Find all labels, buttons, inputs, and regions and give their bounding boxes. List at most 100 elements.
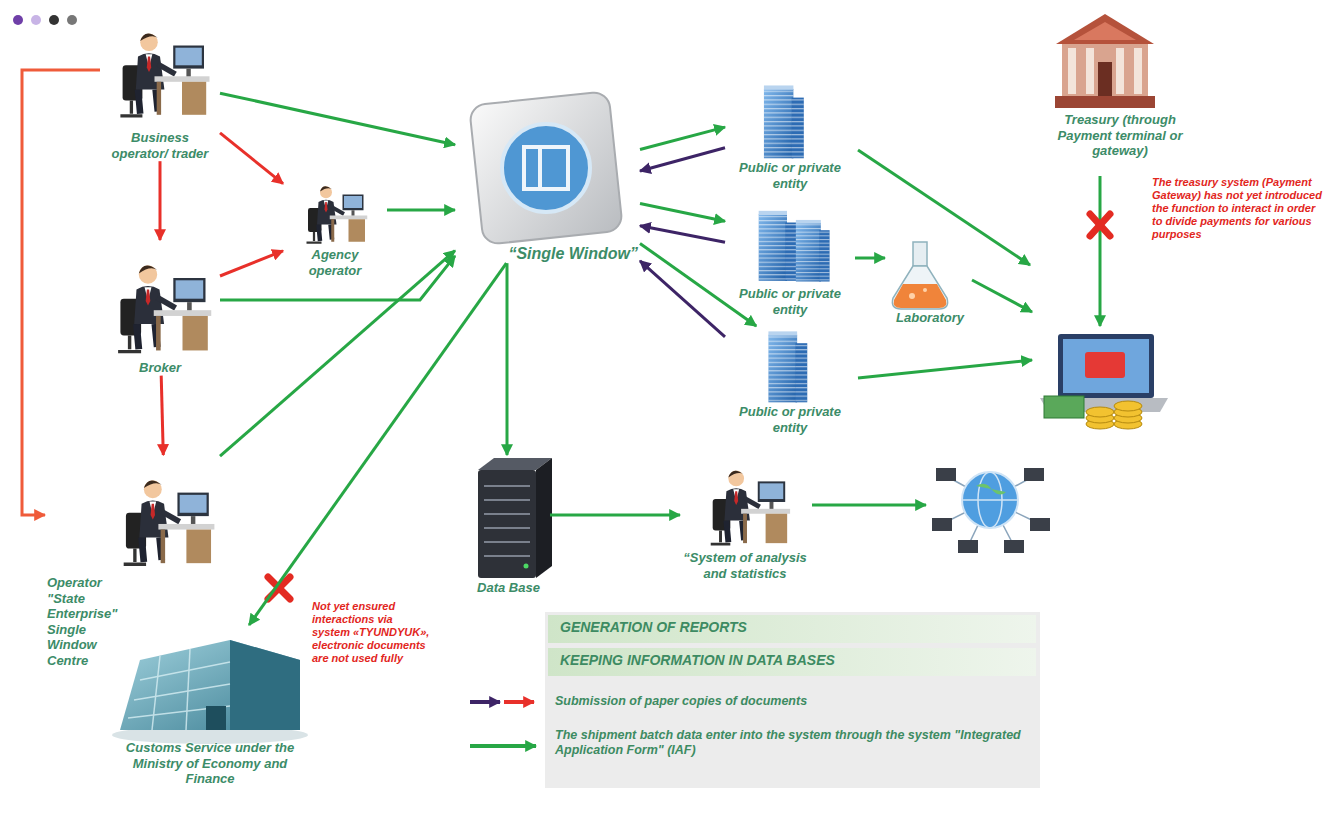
- network-globe-icon: [976, 484, 1006, 495]
- node-label: Agency operator: [283, 247, 387, 278]
- slide-dots: [31, 15, 41, 25]
- customs-building-icon: [120, 640, 300, 730]
- node-label: Treasury (through Payment terminal or ga…: [1045, 112, 1195, 159]
- customs-building-icon: [186, 649, 190, 730]
- legend-item: The shipment batch data enter into the s…: [555, 728, 1035, 758]
- node-box: “System of analysis and statistics: [680, 452, 810, 581]
- flow-arrow: [506, 263, 509, 455]
- payment-laptop-icon: [1044, 396, 1084, 418]
- treasury-icon: [1055, 14, 1155, 108]
- customs-building-icon: [206, 706, 226, 730]
- flow-arrow: [550, 514, 680, 517]
- payment-laptop-icon: [1086, 407, 1114, 417]
- blocked-cross: [1090, 214, 1110, 236]
- legend-arrow-samples: [504, 700, 534, 704]
- treasury-icon: [1116, 48, 1124, 94]
- network-globe-icon: [962, 499, 1018, 501]
- flow-arrow: [640, 226, 725, 243]
- node-box: Treasury (through Payment terminal or ga…: [1045, 12, 1195, 159]
- flow-arrow: [161, 376, 163, 455]
- database-icon: [484, 513, 530, 515]
- node-box: Public or private entity: [725, 326, 855, 435]
- flow-arrow: [220, 133, 283, 184]
- node-box: Broker: [100, 240, 220, 376]
- payment-laptop-icon: [1086, 401, 1142, 429]
- flow-arrow: [387, 209, 455, 212]
- entity-icon: [759, 211, 797, 281]
- treasury-icon: [1056, 14, 1154, 44]
- payment-laptop-icon: [1058, 334, 1154, 398]
- database-icon: [536, 458, 552, 578]
- legend-heading: GENERATION OF REPORTS: [560, 619, 1030, 636]
- node-box: Agency operator: [283, 173, 387, 278]
- flask-icon: [923, 288, 927, 292]
- node-label: “System of analysis and statistics: [680, 550, 810, 581]
- customs-note: Not yet ensured interactions via system …: [312, 600, 430, 665]
- trader-icon: [120, 33, 209, 116]
- node-box: Business operator/ trader: [100, 8, 220, 161]
- network-globe-icon: [932, 468, 1050, 553]
- flask-icon: [892, 266, 947, 309]
- single-window-icon: [502, 124, 590, 212]
- node-label: Customs Service under the Ministry of Ec…: [110, 740, 310, 787]
- treasury-icon: [1074, 22, 1136, 40]
- slide-dots: [67, 15, 77, 25]
- payment-arrows: [812, 150, 1100, 505]
- node-box: Public or private entity: [725, 80, 855, 191]
- single-window-icon: [524, 147, 568, 189]
- database-icon: [478, 458, 552, 578]
- network-globe-icon: [962, 472, 1018, 528]
- single-window-icon: [469, 91, 623, 245]
- node-label: Public or private entity: [725, 160, 855, 191]
- connectors: [22, 70, 885, 625]
- node-label: Public or private entity: [725, 286, 855, 317]
- node-label: “Single Window”: [455, 244, 640, 263]
- legend-arrow-samples: [470, 702, 536, 746]
- slide-dots: [13, 15, 23, 25]
- flask-icon: [894, 284, 947, 308]
- flow-arrow: [855, 257, 885, 260]
- blocked-cross: [1090, 214, 1110, 236]
- node-box: Operator "State Enterprise" Single Windo…: [45, 455, 220, 669]
- database-icon: [484, 555, 530, 557]
- network-globe-icon: [1030, 518, 1050, 531]
- flow-arrow: [22, 70, 100, 515]
- legend-text: Submission of paper copies of documents: [555, 694, 807, 708]
- slide-dots: [49, 15, 59, 25]
- node-label: Data Base: [465, 580, 552, 596]
- payment-arrows: [812, 504, 926, 507]
- node-label: Public or private entity: [725, 404, 855, 435]
- node-label: Operator "State Enterprise" Single Windo…: [45, 575, 137, 669]
- node-label: Business operator/ trader: [102, 130, 218, 161]
- slide-dots: [13, 15, 77, 25]
- entity-icon: [768, 331, 807, 402]
- treasury-icon: [1062, 44, 1148, 96]
- entity-icon: [764, 85, 804, 158]
- legend-text: The shipment batch data enter into the s…: [555, 728, 1021, 757]
- database-icon: [484, 485, 530, 487]
- treasury-icon: [1055, 96, 1155, 108]
- treasury-icon: [1134, 48, 1142, 94]
- entity-icon: [796, 220, 830, 282]
- node-box: “Single Window”: [455, 92, 640, 263]
- customs-building-icon: [134, 684, 230, 700]
- legend-arrow-samples: [470, 744, 536, 748]
- network-globe-icon: [958, 540, 978, 553]
- customs-building-icon: [230, 640, 300, 730]
- node-label: Laboratory: [885, 310, 975, 326]
- database-icon: [478, 470, 536, 578]
- blocked-cross: [1090, 214, 1110, 236]
- node-box: Data Base: [465, 455, 550, 596]
- network-globe-icon: [932, 518, 952, 531]
- flow-arrow: [640, 127, 725, 149]
- flow-arrow: [220, 93, 455, 145]
- node-label: Broker: [100, 360, 220, 376]
- database-icon: [524, 564, 529, 569]
- payment-arrows: [858, 150, 1030, 265]
- node-box: Public or private entity: [725, 200, 855, 317]
- flow-arrow: [640, 148, 725, 171]
- network-globe-icon: [1024, 468, 1044, 481]
- flask-icon: [909, 293, 915, 299]
- network-globe-icon: [1004, 540, 1024, 553]
